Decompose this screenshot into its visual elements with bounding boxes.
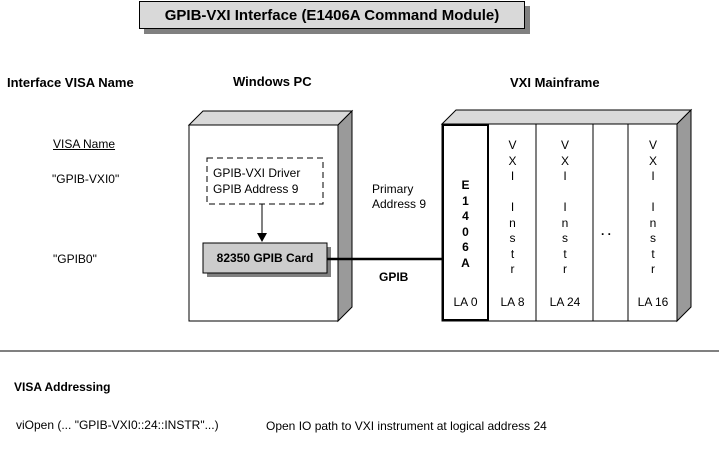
visa-addressing-heading: VISA Addressing: [14, 380, 111, 394]
windows-pc-header: Windows PC: [233, 74, 312, 89]
slot-la-0: LA 0: [453, 295, 478, 309]
primary-label: Primary: [372, 182, 414, 196]
slot-char: 1: [462, 193, 469, 208]
vxi-mainframe-header: VXI Mainframe: [510, 75, 600, 90]
slot-la-24: LA 24: [549, 295, 581, 309]
slot-char: 0: [462, 224, 469, 239]
slot-char: E: [461, 178, 470, 192]
card-box: [202, 242, 328, 274]
slot-char: r: [510, 262, 515, 276]
slot-char: s: [509, 231, 516, 245]
slot-char: A: [461, 255, 470, 270]
slot-char: X: [648, 153, 657, 168]
slot-char: n: [509, 215, 516, 230]
slot-char: I: [510, 200, 515, 214]
slot-char: t: [510, 246, 515, 261]
slot-char: r: [563, 262, 567, 276]
driver-address-label: GPIB Address 9: [213, 182, 299, 196]
slot-char: V: [560, 138, 569, 152]
driver-label: GPIB-VXI Driver: [213, 166, 301, 180]
pc-box-front: [188, 124, 339, 322]
visa-name-heading: VISA Name: [53, 137, 116, 151]
slot-char: I: [563, 169, 567, 183]
slot-char: X: [508, 153, 517, 168]
slot-char: n: [649, 215, 657, 230]
instrument-slot-text: V X I I n s t r: [537, 138, 593, 278]
slot-char: I: [651, 200, 655, 214]
command-module-text: E 1 4 0 6 A: [443, 178, 488, 271]
gpib-cable-label: GPIB: [379, 270, 409, 284]
slot-la-8: LA 8: [500, 295, 525, 309]
slot-char: X: [560, 153, 569, 168]
pc-box-top: [187, 110, 354, 126]
viopen-description: Open IO path to VXI instrument at logica…: [266, 419, 547, 433]
primary-address-label: Address 9: [372, 197, 427, 211]
visa-name-gpib-vxi0: "GPIB-VXI0": [52, 172, 120, 186]
slot-la-16: LA 16: [637, 295, 669, 309]
visa-name-gpib0: "GPIB0": [53, 252, 97, 266]
mainframe-front: [441, 123, 678, 322]
slot-char: r: [651, 262, 655, 276]
ellipsis: . .: [601, 224, 612, 238]
instrument-slot-text: V X I I n s t r: [629, 138, 677, 278]
slot-char: I: [510, 169, 515, 183]
slot-char: t: [563, 246, 567, 261]
slot-char: 6: [462, 240, 469, 254]
slot-char: V: [508, 138, 517, 152]
page-title: GPIB-VXI Interface (E1406A Command Modul…: [139, 1, 525, 29]
slot-char: I: [651, 169, 655, 183]
instrument-slot-text: V X I I n s t r: [489, 138, 536, 278]
slot-char: s: [650, 231, 656, 245]
arrow-head: [257, 233, 267, 242]
driver-box: [206, 157, 324, 205]
mainframe-top: [440, 109, 693, 125]
pc-box-side: [337, 109, 353, 323]
mainframe-side: [676, 108, 692, 323]
slot-char: 4: [462, 209, 469, 223]
interface-visa-name-header: Interface VISA Name: [7, 75, 134, 90]
slot-char: I: [563, 200, 567, 214]
slot-char: V: [648, 138, 657, 152]
gpib-card-label: 82350 GPIB Card: [216, 251, 314, 265]
slot-char: s: [562, 231, 568, 245]
viopen-code: viOpen (... "GPIB-VXI0::24::INSTR"...): [16, 418, 219, 432]
slot-char: n: [561, 215, 569, 230]
command-module-slot: [442, 124, 489, 321]
slot-char: t: [651, 246, 655, 261]
